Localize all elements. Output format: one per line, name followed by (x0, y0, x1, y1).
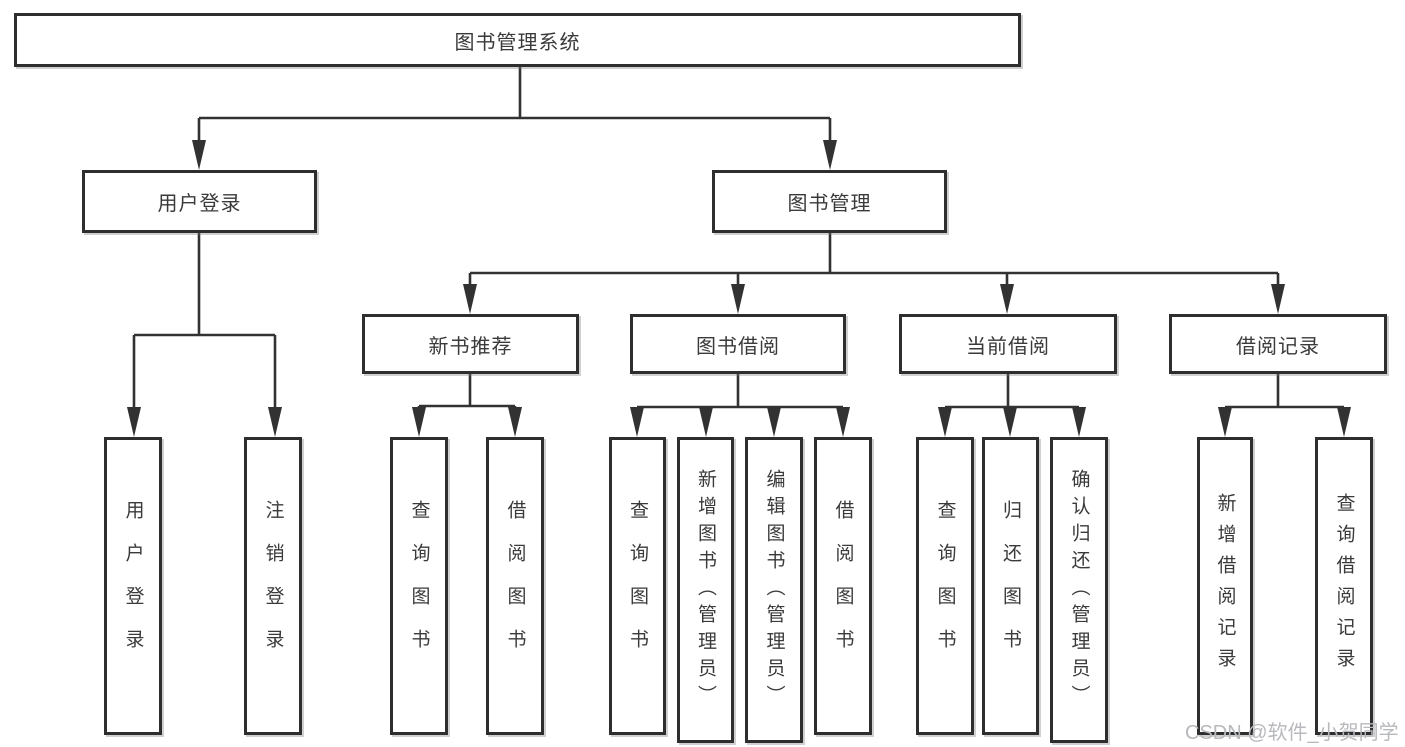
node-label: 用户登录 (122, 500, 144, 672)
node-label: 新增借阅记录 (1214, 493, 1236, 679)
node-label: 查询图书 (408, 500, 430, 672)
edge-current-borrow-to-leaves (938, 374, 1086, 437)
node-label: 确认归还（管理员） (1068, 468, 1090, 712)
node-leaf-confirm-return-admin: 确认归还（管理员） (1050, 437, 1108, 743)
edge-root-to-level2 (192, 67, 837, 170)
node-leaf-logout: 注销登录 (244, 437, 302, 735)
node-leaf-query-books-recommend: 查询图书 (390, 437, 448, 735)
node-label: 注销登录 (262, 500, 284, 672)
node-system-root: 图书管理系统 (14, 13, 1021, 67)
node-borrow-records: 借阅记录 (1169, 314, 1387, 374)
node-label: 借阅图书 (504, 500, 526, 672)
node-label: 图书管理 (787, 193, 872, 215)
node-book-borrow: 图书借阅 (630, 314, 846, 374)
edge-borrow-records-to-leaves (1218, 374, 1351, 437)
node-user-login: 用户登录 (82, 170, 317, 233)
node-label: 图书借阅 (696, 335, 780, 358)
node-label: 借阅图书 (832, 500, 854, 672)
node-leaf-return-books: 归还图书 (982, 437, 1039, 735)
node-label: 查询图书 (627, 500, 648, 672)
node-label: 用户登录 (157, 193, 242, 215)
node-label: 图书管理系统 (454, 31, 581, 54)
node-label: 归还图书 (1000, 500, 1021, 672)
node-leaf-edit-books-admin: 编辑图书（管理员） (745, 437, 803, 743)
node-label: 当前借阅 (966, 335, 1050, 358)
node-leaf-add-books-admin: 新增图书（管理员） (677, 437, 734, 743)
node-leaf-query-books-borrow: 查询图书 (609, 437, 666, 735)
node-leaf-borrow-books: 借阅图书 (814, 437, 872, 735)
node-current-borrow: 当前借阅 (899, 314, 1117, 374)
node-leaf-query-borrow-record: 查询借阅记录 (1315, 437, 1373, 735)
node-leaf-add-borrow-record: 新增借阅记录 (1197, 437, 1253, 735)
edge-book-borrow-to-leaves (630, 374, 850, 437)
node-book-management: 图书管理 (712, 170, 947, 233)
node-label: 编辑图书（管理员） (763, 468, 785, 712)
node-new-book-recommend: 新书推荐 (362, 314, 579, 374)
node-label: 新增图书（管理员） (695, 468, 716, 712)
node-label: 借阅记录 (1236, 335, 1320, 358)
node-leaf-borrow-books-recommend: 借阅图书 (486, 437, 544, 735)
edge-new-books-to-leaves (412, 374, 522, 437)
node-label: 查询图书 (934, 500, 956, 672)
node-leaf-query-books-current: 查询图书 (916, 437, 974, 735)
node-label: 查询借阅记录 (1333, 493, 1355, 679)
csdn-watermark: CSDN @软件_小贺同学 (1185, 722, 1399, 744)
edge-book-mgmt-to-level3 (463, 233, 1285, 314)
node-label: 新书推荐 (428, 335, 513, 358)
edge-user-login-to-leaves (127, 233, 282, 437)
node-leaf-user-login: 用户登录 (104, 437, 162, 735)
